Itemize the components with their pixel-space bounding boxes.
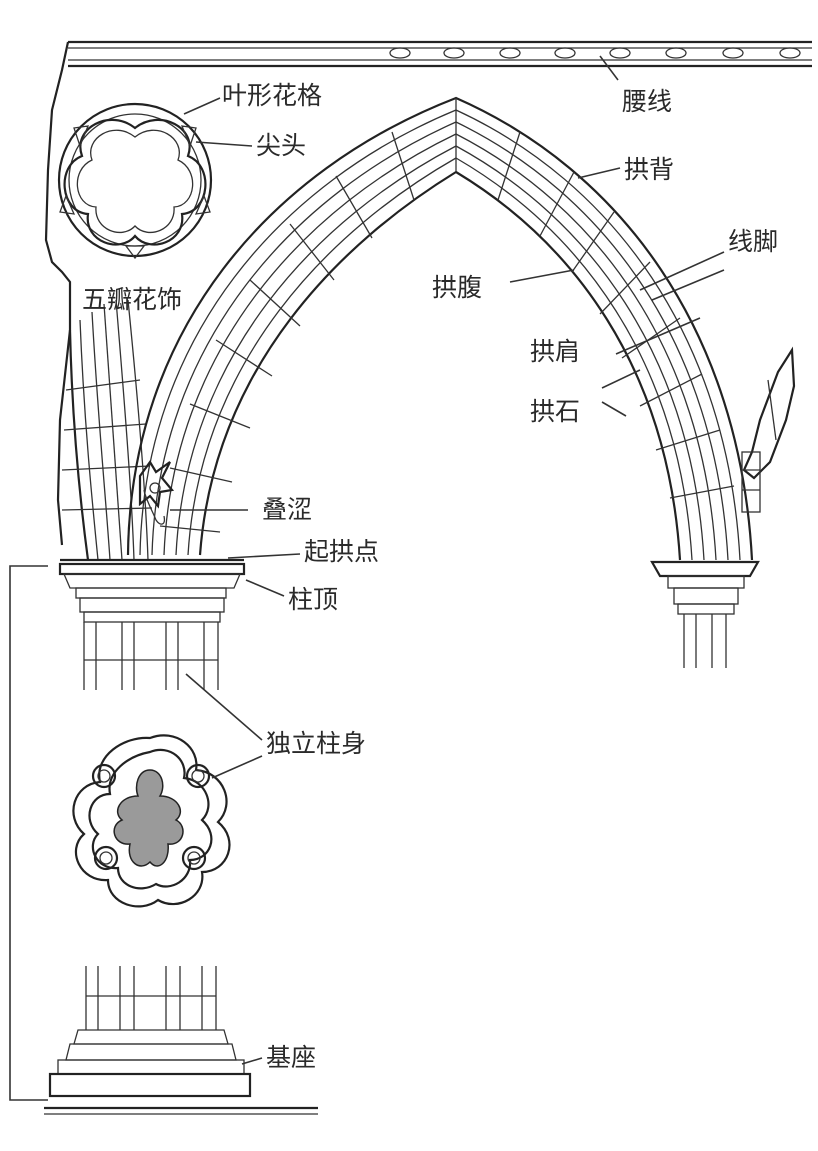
label-corbel: 叠涩 [262, 495, 312, 524]
labels: 腰线 叶形花格 尖头 五瓣花饰 拱背 拱腹 线脚 拱肩 拱石 叠涩 起拱点 柱顶… [82, 81, 778, 1072]
label-springing-point: 起拱点 [304, 537, 379, 566]
section-core [113, 769, 184, 867]
label-capital: 柱顶 [288, 585, 338, 614]
cornice-band [68, 40, 812, 68]
right-broken-wall [741, 346, 796, 513]
label-voussoir: 拱石 [530, 397, 580, 426]
label-arch-molding: 线脚 [728, 227, 778, 256]
label-cusp: 尖头 [256, 131, 306, 160]
corbel-ornament [138, 459, 175, 525]
label-intrados: 拱腹 [432, 273, 482, 302]
label-free-standing-shaft: 独立柱身 [266, 729, 366, 758]
column-section [72, 734, 231, 908]
label-base: 基座 [266, 1043, 316, 1072]
cornice-beads [389, 47, 801, 59]
column-base [44, 966, 318, 1115]
pointed-arch [126, 96, 754, 561]
leader-lines [170, 55, 725, 1065]
cusp-foil [63, 118, 207, 246]
wall-outline [44, 41, 72, 546]
right-column [650, 560, 760, 668]
label-leaf-tracery: 叶形花格 [222, 81, 322, 110]
label-extrados: 拱背 [624, 155, 674, 184]
cinquefoil-window [57, 102, 213, 260]
pier-bracket [9, 565, 48, 1101]
left-column [58, 562, 246, 690]
label-haunch: 拱肩 [530, 337, 580, 366]
label-cinquefoil: 五瓣花饰 [82, 285, 182, 314]
label-waist-line: 腰线 [622, 87, 672, 116]
left-half-arch [61, 299, 153, 561]
